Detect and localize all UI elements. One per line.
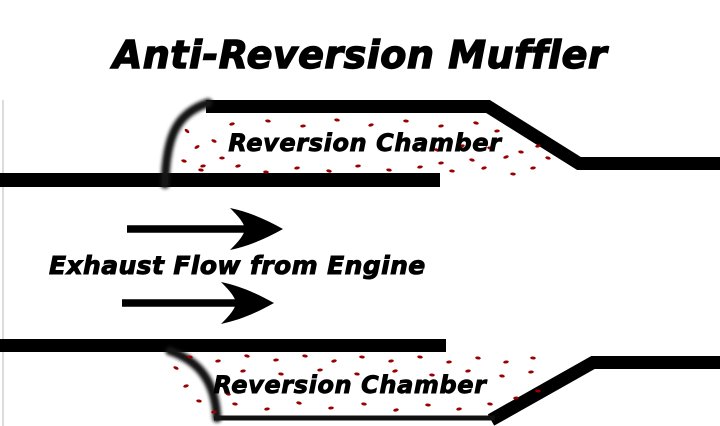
exhaust-particle-dot: [403, 119, 409, 123]
exhaust-particle-dot: [438, 161, 444, 165]
exhaust-particle-dot: [530, 166, 536, 170]
inlet-pipe-top-wall: [0, 173, 440, 187]
exhaust-particle-dot: [211, 410, 217, 414]
flow-arrow-lower: [122, 282, 274, 324]
exhaust-particle-dot: [184, 128, 190, 134]
exhaust-particle-dot: [503, 360, 509, 364]
flow-arrow-upper: [127, 208, 283, 250]
exhaust-particle-dot: [473, 121, 479, 125]
exhaust-particle-dot: [446, 360, 452, 364]
shell-left-bottom-curve: [166, 347, 221, 422]
exhaust-particle-dot: [545, 156, 551, 160]
exhaust-particle-dot: [328, 406, 334, 410]
exhaust-particle-dot: [278, 372, 284, 376]
exhaust-particle-dot: [475, 356, 481, 360]
exhaust-particle-dot: [429, 373, 435, 377]
exhaust-particle-dot: [244, 354, 250, 358]
exhaust-particle-dot: [196, 399, 202, 403]
exhaust-particle-dot: [359, 355, 365, 359]
exhaust-particle-dot: [296, 401, 302, 405]
exhaust-particle-dot: [264, 407, 270, 411]
exhaust-particle-dot: [355, 164, 361, 168]
exhaust-particle-dot: [417, 355, 423, 359]
exhaust-particle-dot: [386, 168, 392, 172]
page-title: Anti-Reversion Muffler: [112, 32, 608, 77]
exhaust-particle-dot: [263, 170, 269, 174]
flow-arrow-lower-head: [221, 282, 274, 324]
exhaust-particle-dot: [265, 119, 271, 123]
exhaust-particle-dot: [187, 355, 193, 359]
exhaust-particle-dot: [535, 144, 541, 148]
exhaust-particle-dot: [215, 359, 221, 363]
exhaust-particle-dot: [326, 169, 332, 173]
exhaust-particle-dot: [302, 354, 308, 358]
exhaust-particle-dot: [530, 356, 536, 360]
exhaust-particle-dot: [235, 164, 241, 168]
exhaust-particle-dot: [361, 402, 367, 406]
exhaust-particle-dot: [211, 139, 217, 143]
exhaust-particle-dot: [181, 159, 187, 163]
exhaust-particle-dot: [449, 169, 455, 173]
shell-bottom-outline: [487, 356, 720, 426]
exhaust-particle-dot: [513, 396, 519, 400]
exhaust-particle-dot: [499, 374, 505, 378]
exhaust-particle-dot: [465, 369, 471, 373]
exhaust-particle-dot: [459, 144, 465, 148]
exhaust-particle-dot: [392, 369, 398, 373]
exhaust-particle-dot: [456, 407, 462, 411]
exhaust-particle-dot: [183, 384, 189, 388]
shell-top-outline: [206, 100, 720, 170]
exhaust-particle-dot: [487, 402, 493, 406]
exhaust-particle-dot: [334, 118, 340, 122]
exhaust-particle-dot: [232, 402, 238, 406]
exhaust-particle-dot: [331, 359, 337, 363]
top-chamber-dots: [181, 118, 551, 176]
bottom-chamber-dots: [173, 354, 541, 414]
exhaust-particle-dot: [368, 123, 374, 127]
exhaust-particle-dot: [503, 155, 509, 159]
scan-artifact-line: [2, 100, 4, 426]
exhaust-particle-dot: [317, 368, 323, 372]
exhaust-particle-dot: [229, 122, 235, 126]
exhaust-particle-dot: [425, 403, 431, 407]
flow-label: Exhaust Flow from Engine: [49, 251, 426, 281]
exhaust-particle-dot: [219, 156, 225, 160]
exhaust-particle-dot: [528, 370, 534, 374]
top-chamber-label: Reversion Chamber: [228, 129, 502, 158]
exhaust-particle-dot: [417, 165, 423, 169]
bottom-chamber-label: Reversion Chamber: [213, 371, 487, 400]
exhaust-particle-dot: [200, 164, 206, 168]
exhaust-particle-dot: [173, 366, 179, 370]
shell-left-top-curve: [161, 99, 212, 188]
exhaust-particle-dot: [194, 145, 200, 149]
exhaust-particle-dot: [273, 358, 279, 362]
exhaust-particle-dot: [510, 172, 516, 176]
exhaust-particle-dot: [518, 150, 524, 154]
exhaust-particle-dot: [300, 124, 306, 128]
exhaust-particle-dot: [240, 369, 246, 373]
exhaust-particle-dot: [487, 146, 493, 150]
exhaust-particle-dot: [434, 148, 440, 152]
exhaust-particle-dot: [438, 124, 444, 128]
exhaust-particle-dot: [198, 168, 204, 172]
inlet-pipe-bottom-wall: [0, 339, 446, 352]
exhaust-particle-dot: [294, 166, 300, 170]
exhaust-particle-dot: [494, 129, 500, 133]
exhaust-particle-dot: [469, 158, 475, 162]
flow-arrow-upper-head: [230, 208, 283, 250]
exhaust-particle-dot: [535, 389, 541, 393]
exhaust-particle-dot: [393, 408, 399, 412]
exhaust-particle-dot: [481, 166, 487, 170]
exhaust-particle-dot: [354, 372, 360, 376]
exhaust-particle-dot: [388, 359, 394, 363]
exhaust-particle-dot: [225, 392, 231, 396]
